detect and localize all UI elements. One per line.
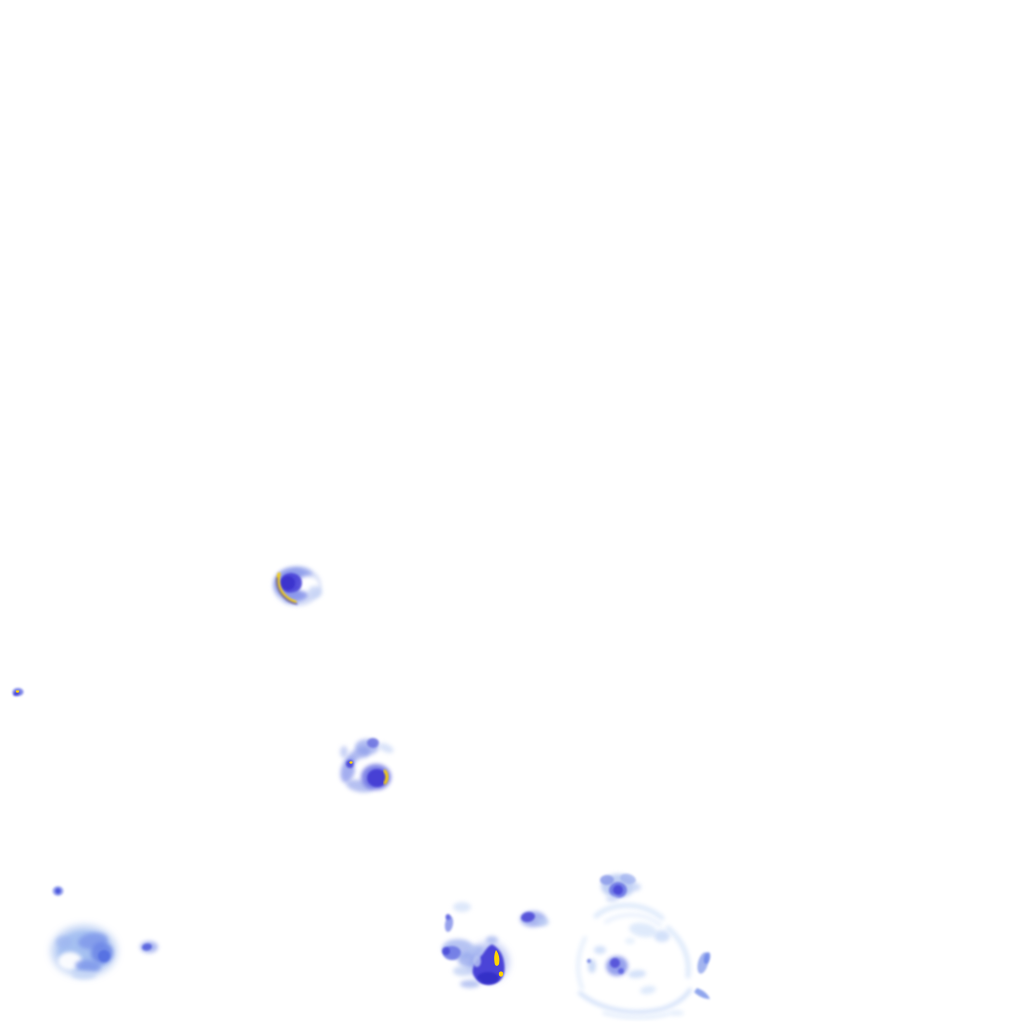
heat-blob-mid-right-shape bbox=[521, 911, 535, 923]
heat-blob-faint-cloud-shape bbox=[618, 968, 624, 974]
heat-blob-bl-mass bbox=[51, 925, 117, 979]
heat-blob-mid-dark-shape bbox=[473, 955, 481, 967]
heat-blob-mid-dark-shape bbox=[498, 971, 504, 977]
heat-blob-faint-cloud-shape bbox=[629, 922, 657, 938]
heat-blob-faint-cloud-shape bbox=[578, 988, 692, 1014]
heat-blob-faint-cloud-shape bbox=[602, 1011, 670, 1020]
heat-blob-mid-dark-shape bbox=[494, 950, 500, 966]
heat-blob-bl-small-shape bbox=[142, 943, 152, 951]
heat-blob-faint-cloud-shape bbox=[668, 1010, 684, 1016]
heat-blob-faint-cloud-shape bbox=[576, 936, 587, 990]
heat-blob-bl-mass-shape bbox=[98, 950, 110, 962]
heat-blob-mid-cluster-shape bbox=[453, 902, 471, 912]
heat-blob-upper-center-shape bbox=[276, 577, 298, 605]
heat-blob-tr-bird-shape bbox=[613, 885, 623, 895]
heat-blob-mid-right bbox=[520, 911, 549, 927]
heat-blob-mid-dark-shape bbox=[477, 972, 499, 984]
heat-blob-faint-cloud-shape bbox=[628, 969, 646, 979]
heat-blob-mid-dark-shape bbox=[486, 936, 498, 944]
heat-blob-faint-cloud-shape bbox=[665, 925, 691, 979]
heat-blob-faint-cloud-shape bbox=[604, 912, 662, 927]
heat-blob-comma-shape bbox=[340, 746, 348, 758]
heat-blob-mid-dark-shape bbox=[460, 980, 480, 988]
heat-blob-faint-cloud-shape bbox=[694, 988, 710, 999]
heat-blob-faint-cloud-shape bbox=[625, 938, 635, 944]
heat-blob-bl-mass-shape bbox=[56, 936, 72, 948]
heat-blob-bl-dot-shape bbox=[55, 888, 61, 894]
heat-blob-faint-cloud-shape bbox=[610, 958, 620, 968]
heat-blob-upper-center-shape bbox=[281, 576, 295, 590]
heat-blob-comma-shape bbox=[367, 769, 387, 787]
heat-blob-mid-dark bbox=[460, 936, 509, 988]
heat-blob-upper-center-shape bbox=[276, 572, 297, 604]
heat-blob-bl-small bbox=[140, 941, 158, 953]
heat-blob-upper-center bbox=[273, 566, 322, 606]
heat-blob-faint-cloud-shape bbox=[587, 959, 591, 963]
heat-blob-left-speck bbox=[12, 688, 24, 696]
heat-blob-bl-mass-shape bbox=[72, 971, 96, 979]
heat-blob-comma-shape bbox=[349, 761, 353, 764]
heat-blob-mid-cluster-shape bbox=[445, 914, 451, 920]
heat-blob-faint-cloud-shape bbox=[594, 946, 606, 954]
heat-blob-tr-bird-shape bbox=[600, 875, 614, 885]
heat-blob-mid-cluster-shape bbox=[442, 947, 450, 955]
heat-blob-comma bbox=[340, 738, 394, 793]
heat-blob-mid-right-shape bbox=[537, 918, 549, 926]
heat-blob-left-speck-shape bbox=[15, 690, 20, 693]
heat-blob-upper-center-shape bbox=[308, 586, 322, 598]
heat-blob-layer bbox=[12, 566, 711, 1020]
heat-blob-tr-bird bbox=[600, 873, 641, 902]
heat-blob-comma-shape bbox=[378, 743, 394, 753]
heat-blob-faint-cloud bbox=[576, 902, 711, 1020]
heat-blob-comma-shape bbox=[367, 738, 379, 748]
heat-blob-faint-cloud-shape bbox=[640, 985, 656, 995]
heat-blob-comma-shape bbox=[346, 760, 354, 768]
heat-blob-mid-cluster-shape bbox=[444, 916, 454, 932]
heat-blob-faint-cloud-shape bbox=[593, 902, 665, 921]
heat-blob-bl-mass-shape bbox=[75, 959, 101, 973]
heat-blob-tr-bird-shape bbox=[606, 896, 618, 902]
heat-blob-mid-cluster-shape bbox=[453, 966, 473, 976]
heat-blob-faint-cloud-shape bbox=[703, 952, 711, 964]
heat-blob-bl-dot bbox=[52, 886, 64, 896]
heat-blob-tr-bird-shape bbox=[631, 883, 641, 891]
heat-blob-faint-cloud-shape bbox=[654, 930, 670, 942]
heat-blob-tr-bird-shape bbox=[620, 873, 636, 885]
heat-blob-comma-shape bbox=[383, 769, 389, 785]
